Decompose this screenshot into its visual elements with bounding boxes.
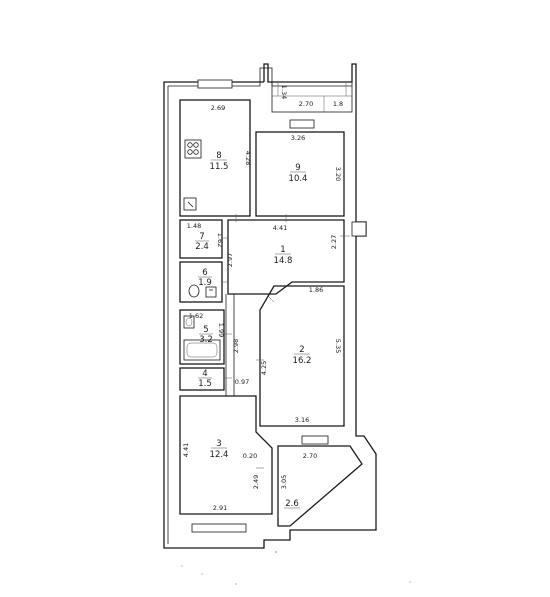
room-labels: 8 11.5 9 10.4 7 2.4 1 14.8 6 1.9 5 3.2 2… xyxy=(195,151,311,509)
dim-label: 3.16 xyxy=(295,416,309,424)
dim-label: 1.62 xyxy=(189,312,203,320)
room-5-area: 3.2 xyxy=(199,335,213,345)
balcony-outline xyxy=(277,445,363,527)
window-top-right xyxy=(289,119,315,129)
dim-label: 5.35 xyxy=(334,339,342,353)
dim-label: 4.41 xyxy=(182,443,190,457)
dim-label: 2.70 xyxy=(299,100,313,108)
windows xyxy=(191,79,367,533)
fixtures xyxy=(183,139,221,361)
dim-label: 2.70 xyxy=(303,452,317,460)
room-2-outline xyxy=(259,285,345,427)
dim-label: 1.34 xyxy=(280,85,288,99)
room-9-id: 9 xyxy=(295,163,300,173)
room-9-area: 10.4 xyxy=(289,174,308,184)
dimension-labels: 2.69 4.28 1.34 2.70 1.8 3.26 3.20 4.41 2… xyxy=(182,85,343,512)
window-bottom-middle xyxy=(301,435,329,445)
room-4-outline xyxy=(179,367,225,391)
dim-label: 3.20 xyxy=(334,167,342,181)
window-right-side xyxy=(351,221,367,237)
dim-label: 0.20 xyxy=(243,452,257,460)
dim-label: 4.28 xyxy=(244,151,252,165)
room-4-id: 4 xyxy=(202,369,207,379)
scan-specks xyxy=(181,551,411,585)
window-bottom-left xyxy=(191,523,247,533)
room-7-id: 7 xyxy=(199,232,204,242)
room-2-area: 16.2 xyxy=(293,356,312,366)
room-3-id: 3 xyxy=(216,439,221,449)
room-4-area: 1.5 xyxy=(198,379,212,389)
room-1-area: 14.8 xyxy=(274,256,293,266)
room-9-outline xyxy=(255,131,345,217)
dim-label: 4.41 xyxy=(273,224,287,232)
room-5-id: 5 xyxy=(203,325,208,335)
room-2-id: 2 xyxy=(299,345,304,355)
toilet-icon xyxy=(188,284,200,298)
dim-label: 2.98 xyxy=(232,339,240,353)
dim-label: 1.62 xyxy=(216,233,224,247)
stove-icon xyxy=(184,139,202,159)
dim-label: 4.25 xyxy=(260,361,268,375)
dim-label: 0.97 xyxy=(235,378,249,386)
dim-label: 3.05 xyxy=(280,475,288,489)
washbasin-icon xyxy=(205,286,217,298)
dim-label: 2.69 xyxy=(211,104,225,112)
bathtub-icon xyxy=(183,339,221,361)
room-1-id: 1 xyxy=(280,245,285,255)
dim-label: 2.27 xyxy=(330,235,338,249)
room-3-area: 12.4 xyxy=(210,450,229,460)
dim-label: 3.26 xyxy=(291,134,305,142)
dim-label: 2.91 xyxy=(213,504,227,512)
dim-label: 1.99 xyxy=(217,323,225,337)
room-8-area: 11.5 xyxy=(210,162,229,172)
loggia-top xyxy=(271,81,353,113)
dim-label: 1.8 xyxy=(333,100,343,108)
window-top-left xyxy=(197,79,233,89)
dim-label: 2.49 xyxy=(252,475,260,489)
dim-label: 1.48 xyxy=(187,222,201,230)
room-1-outline xyxy=(227,219,345,295)
room-7-area: 2.4 xyxy=(195,242,209,252)
room-7-outline xyxy=(179,219,223,259)
room-5-outline xyxy=(179,309,225,365)
room-8-outline xyxy=(179,99,251,217)
room-6-id: 6 xyxy=(202,268,207,278)
room-8-id: 8 xyxy=(216,151,221,161)
sink-icon xyxy=(183,197,197,211)
dim-label: 2.97 xyxy=(226,253,234,267)
room-6-area: 1.9 xyxy=(198,278,212,288)
dim-label: 1.86 xyxy=(309,286,323,294)
basin-small-icon xyxy=(183,315,195,329)
interior-details xyxy=(222,214,350,469)
balcony-area: 2.6 xyxy=(285,499,299,509)
room-walls xyxy=(179,99,363,527)
